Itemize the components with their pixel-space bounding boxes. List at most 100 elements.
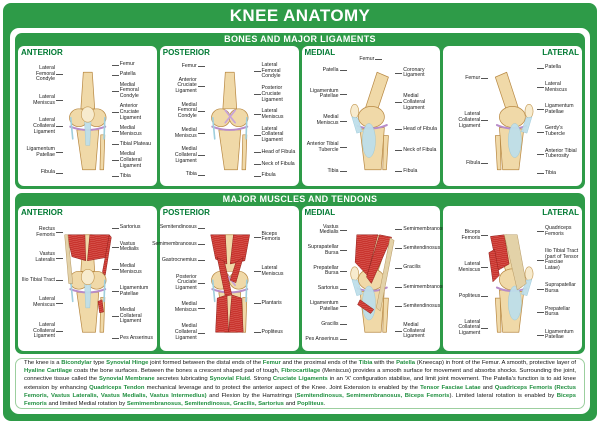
footer-term-highlight: Patella: [396, 359, 416, 366]
anatomy-label: Medial Collateral Ligament: [395, 322, 437, 340]
leader-line: [481, 77, 489, 79]
knee-illustration-muscles-anterior: [63, 218, 112, 349]
anatomy-label-text: Anterior Tibial Tubercle: [306, 140, 339, 153]
anatomy-label-text: Head of Fibula: [403, 125, 437, 132]
anatomy-label-text: Femur: [465, 74, 481, 81]
footer-text: and the proximal ends of the: [280, 359, 359, 366]
anatomy-label-text: Ligamentum Patellae: [26, 146, 55, 158]
leader-line: [537, 109, 544, 111]
anatomy-label-text: Ligamentum Patellae: [309, 300, 339, 312]
anatomy-label-text: Biceps Femoris: [461, 229, 481, 241]
anatomy-label: Medial Collateral Ligament: [111, 151, 154, 169]
anatomy-label-text: Lateral Meniscus: [458, 260, 481, 273]
leader-line: [111, 176, 119, 178]
leader-line: [253, 114, 261, 116]
leader-line: [339, 120, 347, 122]
anatomy-label-text: Popliteus: [261, 328, 283, 335]
knee-illustration-muscles-medial: [347, 218, 396, 349]
leader-line: [481, 327, 489, 329]
illustration-holder: [63, 218, 112, 349]
anatomy-label: Tibia: [537, 169, 557, 177]
leader-line: [395, 171, 403, 173]
footer-term-highlight: Tibia: [358, 359, 373, 366]
leader-line: [339, 147, 347, 149]
leader-line: [111, 160, 119, 162]
anatomy-label-text: Head of Fibula: [261, 148, 296, 155]
knee-illustration-bones-posterior: [205, 58, 254, 184]
footer-text: ). Limited lateral rotation is enabled b…: [449, 392, 557, 399]
leader-line: [375, 59, 383, 61]
footer-text: with the: [372, 359, 397, 366]
leader-line: [197, 227, 205, 229]
anatomy-label-text: Semitendinosus: [403, 302, 441, 309]
footer-text: (Kneecap) in front of the Femur. A smoot…: [415, 359, 576, 366]
anatomy-label: Semimembranosus: [395, 283, 448, 291]
panel-view-title: LATERAL: [542, 48, 579, 57]
leader-line: [253, 152, 261, 154]
anatomy-label-text: Medial Meniscus: [174, 301, 197, 314]
leader-line: [56, 172, 63, 174]
footer-text: and: [480, 384, 495, 391]
leader-line: [253, 303, 261, 305]
anatomy-label: Prepatellar Bursa: [305, 264, 347, 277]
leader-line: [56, 73, 63, 75]
anatomy-label-text: Lateral Collateral Ligament: [458, 318, 481, 337]
anatomy-label-text: Semitendinosus: [403, 245, 441, 252]
anatomy-label: Popliteus: [253, 328, 283, 336]
anatomy-label: Semitendinosus: [160, 225, 205, 231]
leader-line: [339, 171, 347, 173]
leader-line: [56, 100, 63, 102]
anatomy-label-text: Lateral Meniscus: [33, 93, 55, 106]
leader-line: [253, 175, 261, 177]
footer-term-highlight: Quadriceps Tendon: [89, 384, 145, 391]
anatomy-label: Vastus Medialis: [305, 224, 347, 236]
anatomy-label-text: Anterior Cruciate Ligament: [175, 76, 197, 95]
footer-term-highlight: Synovial Membrane: [98, 376, 155, 383]
leader-line: [481, 296, 489, 298]
anatomy-label: Medial Meniscus: [111, 125, 154, 137]
anatomy-label-text: Prepatellar Bursa: [313, 264, 339, 277]
anatomy-label-text: Patella: [119, 71, 136, 78]
anatomy-label: Femur: [465, 74, 489, 82]
anatomy-label: Ligamentum Patellae: [305, 88, 347, 100]
illustration-holder: [205, 218, 254, 349]
leader-line: [537, 131, 544, 133]
anatomy-label: Medial Collateral Ligament: [163, 324, 205, 341]
anatomy-label: Lateral Collateral Ligament: [446, 112, 489, 129]
leader-line: [56, 330, 63, 332]
anatomy-label-text: Tibia: [545, 169, 557, 176]
footer-text: (Meniscus) provides a smooth surface for…: [24, 367, 576, 383]
anatomy-label-text: Gracilis: [321, 320, 339, 327]
leader-line: [339, 69, 347, 71]
anatomy-label: Anterior Tibial Tuberosity: [537, 148, 579, 160]
anatomy-label-text: Semimembranosus: [403, 283, 448, 290]
footer-text: The knee is a: [24, 359, 62, 366]
illustration-holder: [488, 58, 537, 184]
leader-line: [56, 302, 63, 304]
leader-line: [111, 64, 119, 66]
footer-text: coats the bone surfaces. Between the bon…: [72, 367, 282, 374]
leader-line: [537, 87, 544, 89]
anatomy-label: Posterior Cruciate Ligament: [253, 85, 296, 103]
anatomy-label-text: Lateral Collateral Ligament: [261, 125, 284, 144]
anatomy-label: Lateral Meniscus: [446, 260, 489, 273]
anatomy-label: Lateral Meniscus: [21, 296, 63, 308]
anatomy-label: Medial Collateral Ligament: [111, 307, 154, 325]
footer-text-box: The knee is a Bicondylar type Synovial H…: [15, 358, 585, 409]
anatomy-label-text: Fibula: [261, 172, 276, 179]
leader-line: [197, 155, 205, 157]
anatomy-label-text: Tibia: [327, 167, 339, 174]
anatomy-label-text: Tibia: [185, 171, 197, 178]
